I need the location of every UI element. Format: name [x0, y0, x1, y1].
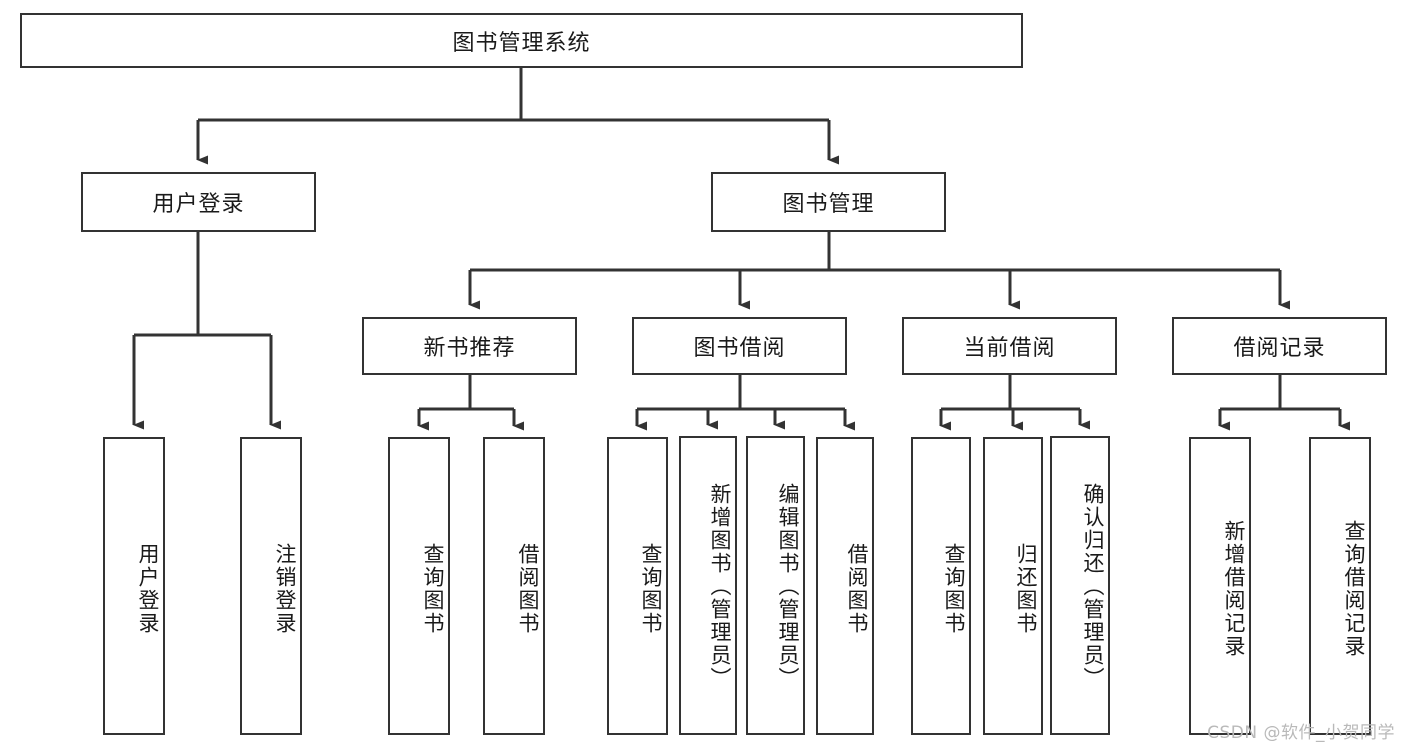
leaf-add-book-admin[interactable]: 新增图书（管理员） — [679, 436, 737, 735]
leaf-user-login[interactable]: 用户登录 — [103, 437, 165, 735]
leaf-edit-book-admin[interactable]: 编辑图书（管理员） — [746, 436, 805, 735]
leaf-query-book-new[interactable]: 查询图书 — [388, 437, 450, 735]
leaf-borrow-book[interactable]: 借阅图书 — [816, 437, 874, 735]
leaf-confirm-return-admin[interactable]: 确认归还（管理员） — [1050, 436, 1110, 735]
node-current-borrow[interactable]: 当前借阅 — [902, 317, 1117, 375]
node-book-management[interactable]: 图书管理 — [711, 172, 946, 232]
leaf-query-book-borrow[interactable]: 查询图书 — [607, 437, 668, 735]
csdn-watermark: CSDN @软件_小贺同学 — [1207, 723, 1395, 743]
leaf-add-borrow-record[interactable]: 新增借阅记录 — [1189, 437, 1251, 735]
leaf-borrow-book-new[interactable]: 借阅图书 — [483, 437, 545, 735]
leaf-query-book-current[interactable]: 查询图书 — [911, 437, 971, 735]
leaf-return-book[interactable]: 归还图书 — [983, 437, 1043, 735]
node-root[interactable]: 图书管理系统 — [20, 13, 1023, 68]
leaf-logout[interactable]: 注销登录 — [240, 437, 302, 735]
node-book-borrow[interactable]: 图书借阅 — [632, 317, 847, 375]
node-user-login[interactable]: 用户登录 — [81, 172, 316, 232]
node-borrow-record[interactable]: 借阅记录 — [1172, 317, 1387, 375]
leaf-query-borrow-record[interactable]: 查询借阅记录 — [1309, 437, 1371, 735]
node-new-book-recommend[interactable]: 新书推荐 — [362, 317, 577, 375]
